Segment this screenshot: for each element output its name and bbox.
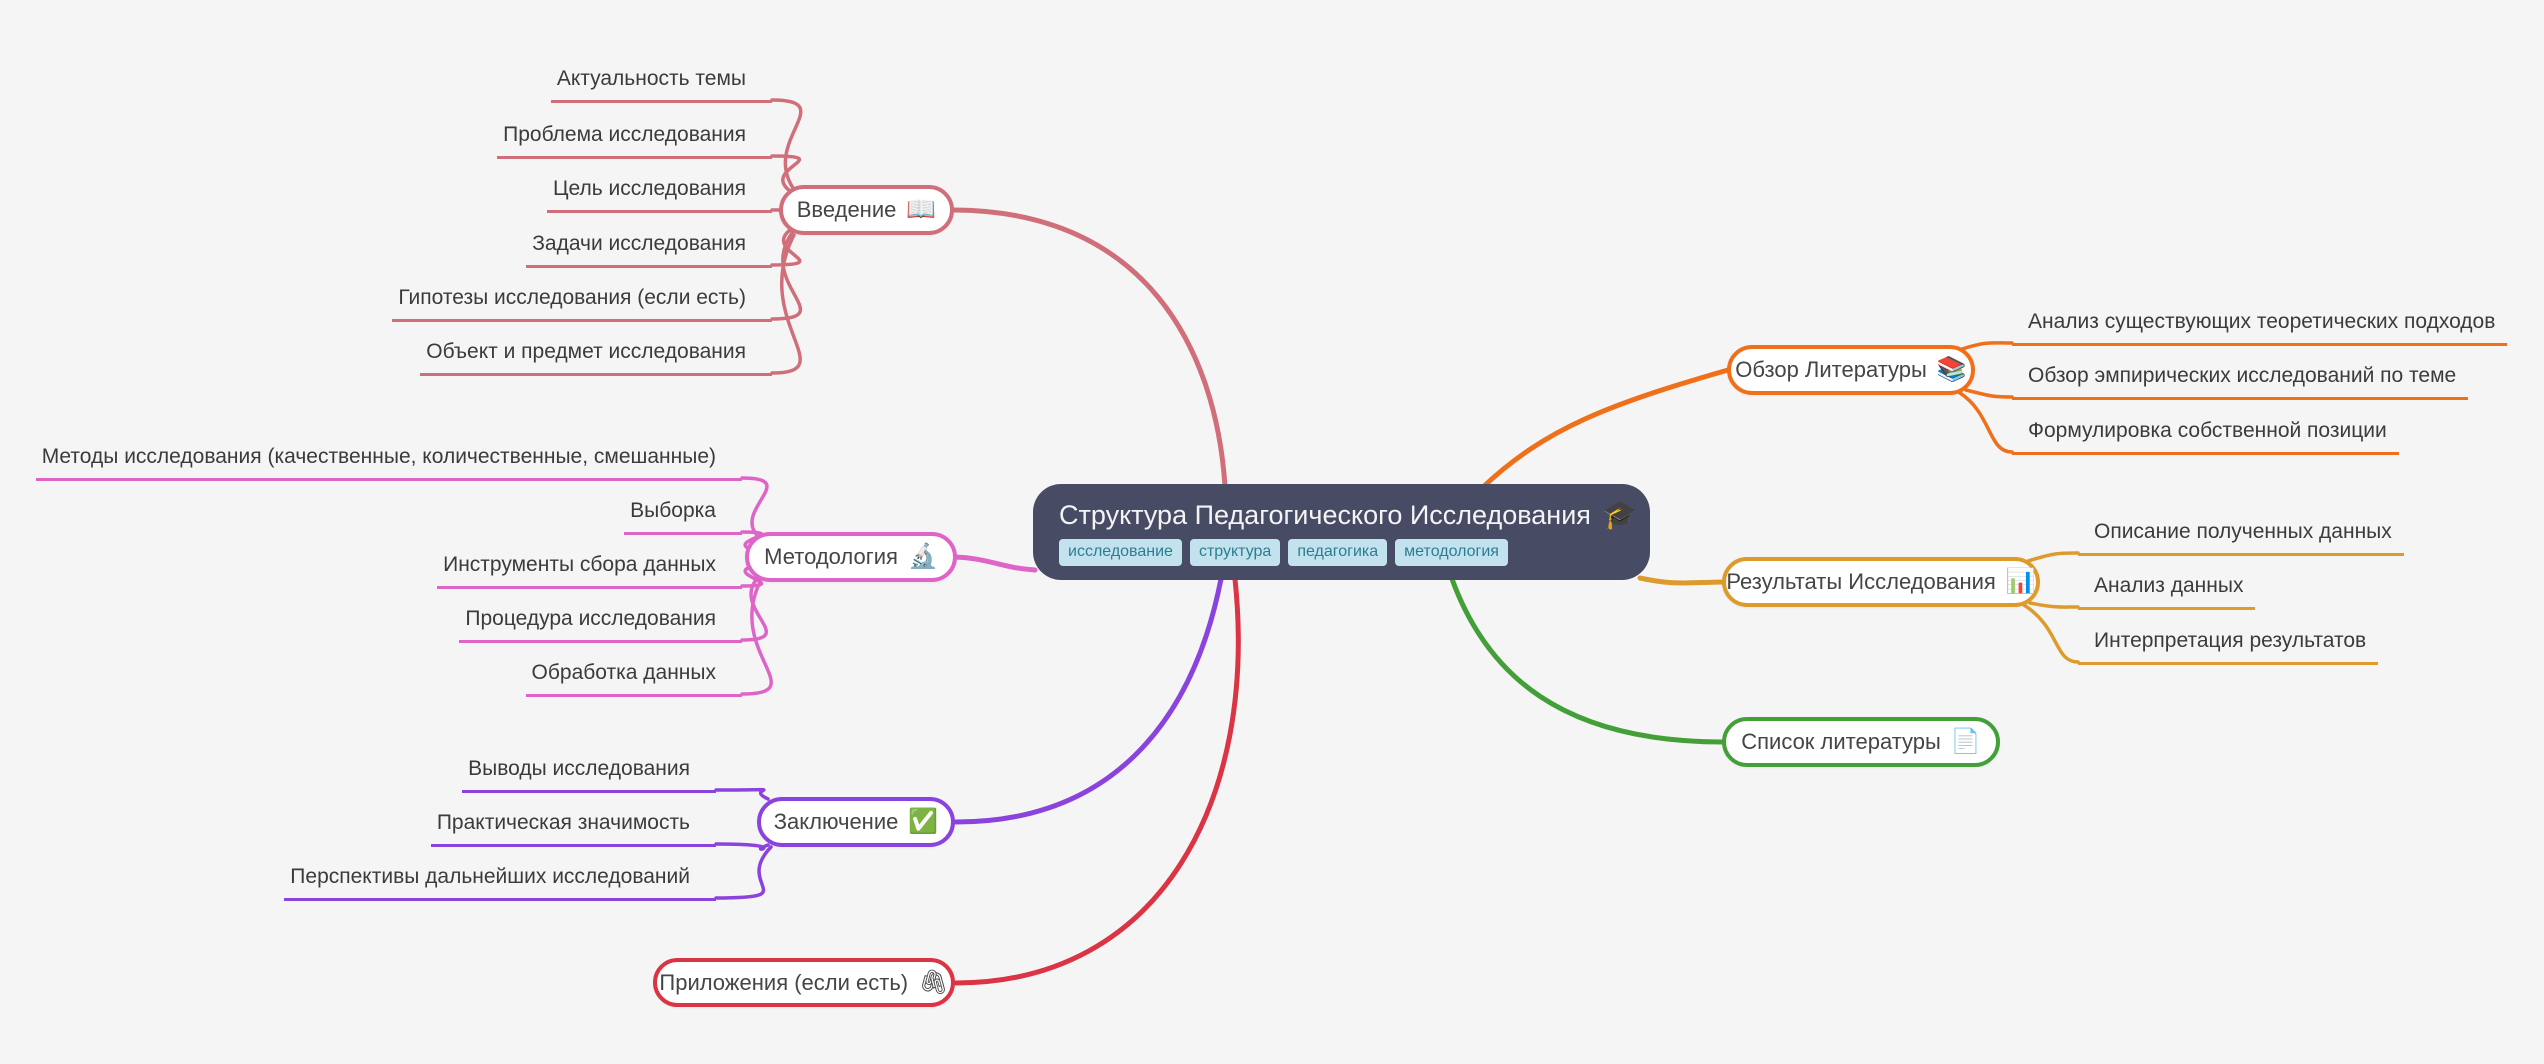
child-topic-zaklyuchenie-3[interactable]: Перспективы дальнейших исследований	[284, 863, 716, 901]
child-topic-obzor-3[interactable]: Формулировка собственной позиции	[2012, 417, 2399, 455]
branch-label-vvedenie: Введение	[796, 197, 897, 222]
child-link-vvedenie-2	[770, 154, 801, 193]
branch-label-rezultaty: Результаты Исследования	[1726, 569, 1996, 594]
child-link-zaklyuchenie-1	[714, 787, 770, 801]
tag-chip-1[interactable]: исследование	[1059, 539, 1182, 566]
child-link-metodologiya-4	[740, 578, 768, 642]
child-link-obzor-2	[1964, 388, 2014, 399]
central-title: Структура Педагогического Исследования	[1059, 500, 1591, 530]
child-topic-metodologiya-3[interactable]: Инструменты сбора данных	[437, 551, 742, 589]
link-obzor	[1479, 367, 1731, 491]
child-link-obzor-1	[1960, 341, 2014, 351]
child-topic-zaklyuchenie-1[interactable]: Выводы исследования	[462, 755, 716, 793]
child-link-vvedenie-5	[770, 231, 803, 321]
child-link-rezultaty-1	[2026, 551, 2080, 563]
branch-label-prilozheniya: Приложения (если есть)	[659, 969, 909, 995]
child-topic-vvedenie-2[interactable]: Проблема исследования	[497, 121, 772, 159]
child-link-rezultaty-2	[2028, 601, 2080, 609]
child-topic-rezultaty-2[interactable]: Анализ данных	[2078, 572, 2256, 610]
child-link-zaklyuchenie-2	[714, 842, 770, 851]
branch-label-zaklyuchenie: Заключение	[773, 809, 899, 834]
child-topic-vvedenie-6[interactable]: Объект и предмет исследования	[420, 338, 772, 376]
child-topic-metodologiya-2[interactable]: Выборка	[624, 497, 742, 535]
child-topic-vvedenie-3[interactable]: Цель исследования	[547, 175, 772, 213]
tag-chip-2[interactable]: структура	[1189, 539, 1281, 566]
document-icon: 📄	[1950, 728, 1981, 755]
branch-node-rezultaty[interactable]: Результаты Исследования 📊	[1722, 557, 2040, 607]
child-link-vvedenie-4	[770, 228, 802, 267]
child-link-metodologiya-5	[740, 580, 773, 696]
tag-chip-3[interactable]: педагогика	[1288, 539, 1388, 566]
child-topic-vvedenie-4[interactable]: Задачи исследования	[526, 230, 772, 268]
child-link-zaklyuchenie-3	[714, 845, 773, 900]
child-topic-obzor-2[interactable]: Обзор эмпирических исследований по теме	[2012, 362, 2469, 400]
branch-node-vvedenie[interactable]: Введение 📖	[779, 185, 954, 235]
child-topic-obzor-1[interactable]: Анализ существующих теоретических подход…	[2012, 308, 2508, 346]
branch-node-spisok[interactable]: Список литературы 📄	[1722, 717, 2000, 767]
branch-label-spisok: Список литературы	[1741, 729, 1941, 754]
child-topic-vvedenie-5[interactable]: Гипотезы исследования (если есть)	[392, 284, 772, 322]
link-prilozheniya	[953, 576, 1241, 986]
central-tags: исследование структура педагогика методолог…	[1059, 539, 1624, 566]
link-metodologiya	[952, 554, 1038, 573]
central-node[interactable]: Структура Педагогического Исследования 🎓…	[1033, 484, 1650, 580]
graduation-cap-icon: 🎓	[1602, 499, 1638, 530]
central-title-row: Структура Педагогического Исследования 🎓	[1059, 499, 1638, 531]
bar-chart-icon: 📊	[2005, 568, 2036, 595]
branch-node-obzor[interactable]: Обзор Литературы 📚	[1727, 345, 1975, 395]
child-topic-vvedenie-1[interactable]: Актуальность темы	[550, 65, 772, 103]
branch-node-zaklyuchenie[interactable]: Заключение ✅	[757, 797, 955, 847]
child-topic-metodologiya-1[interactable]: Методы исследования (качественные, колич…	[35, 443, 742, 481]
child-topic-rezultaty-3[interactable]: Интерпретация результатов	[2078, 627, 2379, 665]
child-link-metodologiya-1	[740, 476, 769, 536]
branch-label-metodologiya: Методология	[764, 544, 898, 569]
child-link-obzor-3	[1958, 391, 2014, 454]
paperclip-icon: 🖇	[918, 968, 949, 996]
link-rezultaty	[1637, 575, 1731, 586]
child-topic-rezultaty-1[interactable]: Описание полученных данных	[2078, 518, 2404, 556]
link-vvedenie	[951, 207, 1228, 489]
books-icon: 📚	[1936, 356, 1967, 383]
microscope-icon: 🔬	[907, 543, 938, 570]
branch-node-prilozheniya[interactable]: Приложения (если есть) 🖇	[653, 958, 955, 1007]
check-mark-icon: ✅	[908, 808, 939, 835]
child-link-rezultaty-3	[2022, 603, 2080, 664]
child-topic-zaklyuchenie-2[interactable]: Практическая значимость	[430, 809, 716, 847]
child-topic-metodologiya-5[interactable]: Обработка данных	[525, 659, 742, 697]
branch-label-obzor: Обзор Литературы	[1735, 357, 1927, 382]
link-spisok	[1449, 576, 1726, 745]
tag-chip-4[interactable]: методология	[1395, 539, 1508, 566]
link-zaklyuchenie	[953, 576, 1224, 825]
child-link-vvedenie-6	[770, 233, 802, 375]
open-book-icon: 📖	[906, 196, 937, 223]
child-topic-metodologiya-4[interactable]: Процедура исследования	[459, 605, 742, 643]
branch-node-metodologiya[interactable]: Методология 🔬	[745, 532, 957, 582]
